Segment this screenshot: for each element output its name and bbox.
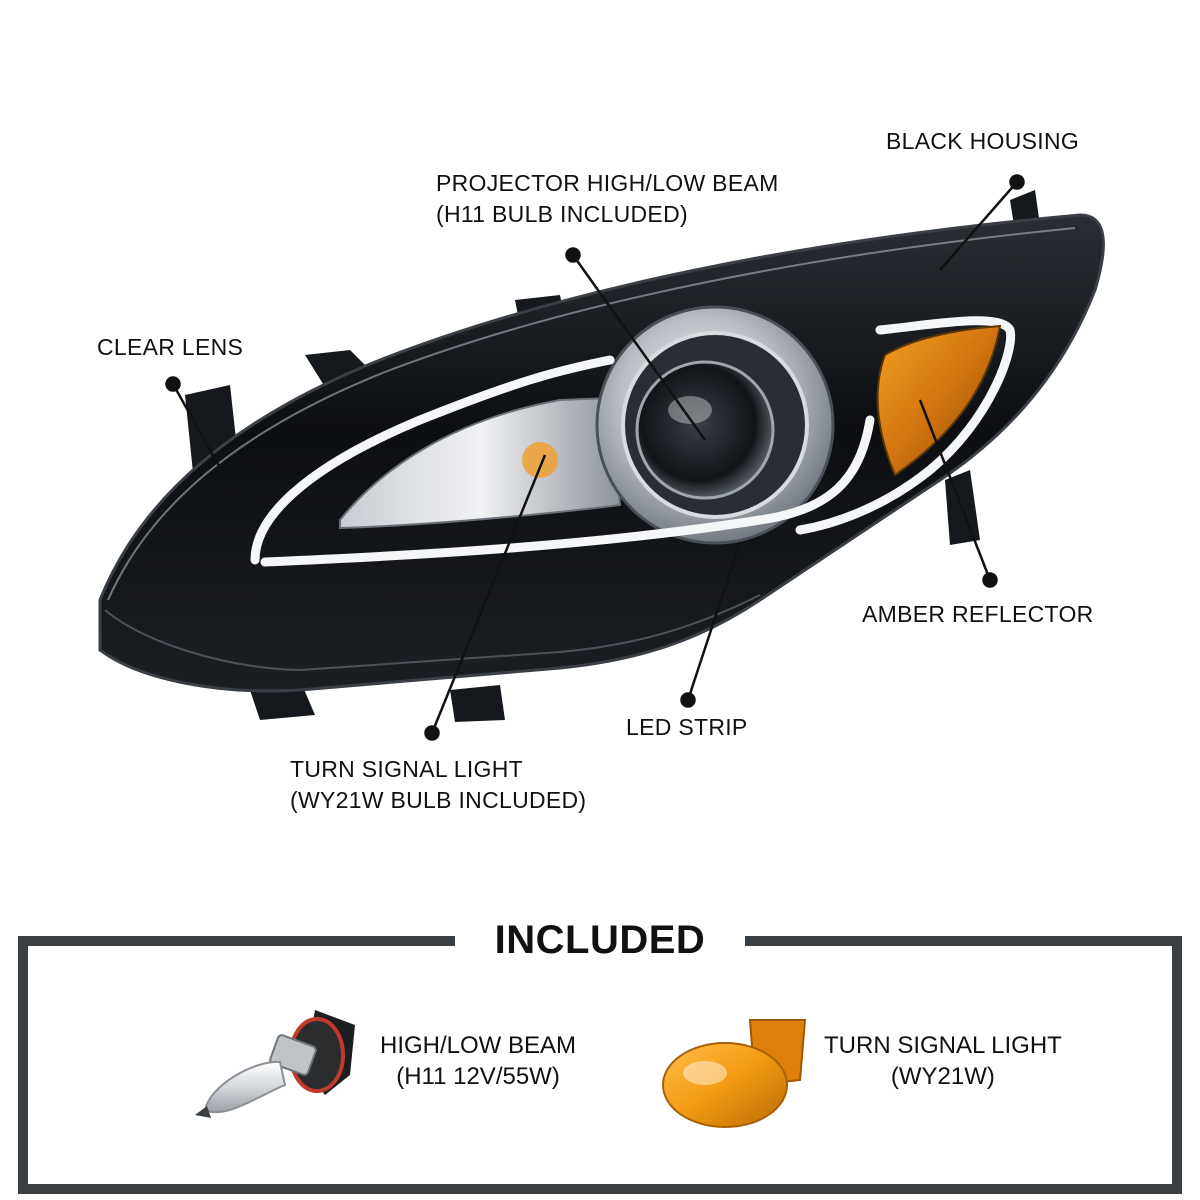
- high-low-beam-label: HIGH/LOW BEAM (H11 12V/55W): [380, 1032, 577, 1090]
- projector-dot: [565, 247, 581, 263]
- included-title: INCLUDED: [455, 914, 745, 966]
- turn-signal-bulb-label: TURN SIGNAL LIGHT (WY21W): [824, 1032, 1062, 1090]
- h11-bulb-icon: [195, 1010, 355, 1118]
- turn-signal-label: TURN SIGNAL LIGHT (WY21W BULB INCLUDED): [290, 756, 587, 813]
- projector-label: PROJECTOR HIGH/LOW BEAM (H11 BULB INCLUD…: [436, 170, 779, 227]
- amber-reflector-label: AMBER REFLECTOR: [862, 601, 1094, 627]
- headlight-illustration: [98, 190, 1105, 722]
- callout-leaders: [165, 174, 1025, 741]
- amber-reflector-shape: [876, 324, 1002, 477]
- black-housing-label: BLACK HOUSING: [886, 128, 1080, 154]
- amber-reflector-dot: [982, 572, 998, 588]
- clear-lens-dot: [165, 376, 181, 392]
- clear-lens-label: CLEAR LENS: [97, 334, 244, 360]
- led-strip-label: LED STRIP: [626, 714, 748, 740]
- led-strip-dot: [680, 692, 696, 708]
- led-strip-shape: [250, 316, 1016, 567]
- turn-signal-dot: [424, 725, 440, 741]
- clear-lens-shape: [107, 227, 1076, 601]
- projector-shape: [595, 305, 835, 545]
- wy21w-bulb-icon: [662, 1019, 807, 1128]
- black-housing-dot: [1009, 174, 1025, 190]
